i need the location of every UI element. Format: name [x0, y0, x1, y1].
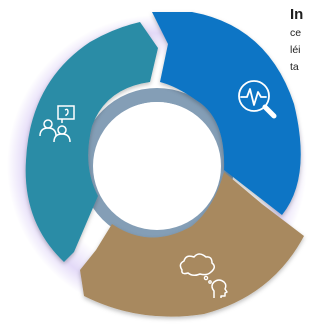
callout-line: ce: [290, 27, 302, 39]
magnifier-heartbeat-icon: [238, 80, 277, 119]
callout-text: In ce léi ta: [290, 6, 321, 76]
people-presentation-icon: [39, 105, 75, 143]
center-hole: [93, 102, 221, 230]
thought-bubble-head-icon: [179, 253, 228, 298]
callout-line: ta: [290, 61, 299, 73]
callout-line: léi: [290, 44, 301, 56]
segment-analytics: [152, 12, 301, 215]
segment-reflection: [80, 172, 304, 317]
callout-title: In: [290, 6, 304, 23]
segment-collaboration: [25, 22, 158, 262]
